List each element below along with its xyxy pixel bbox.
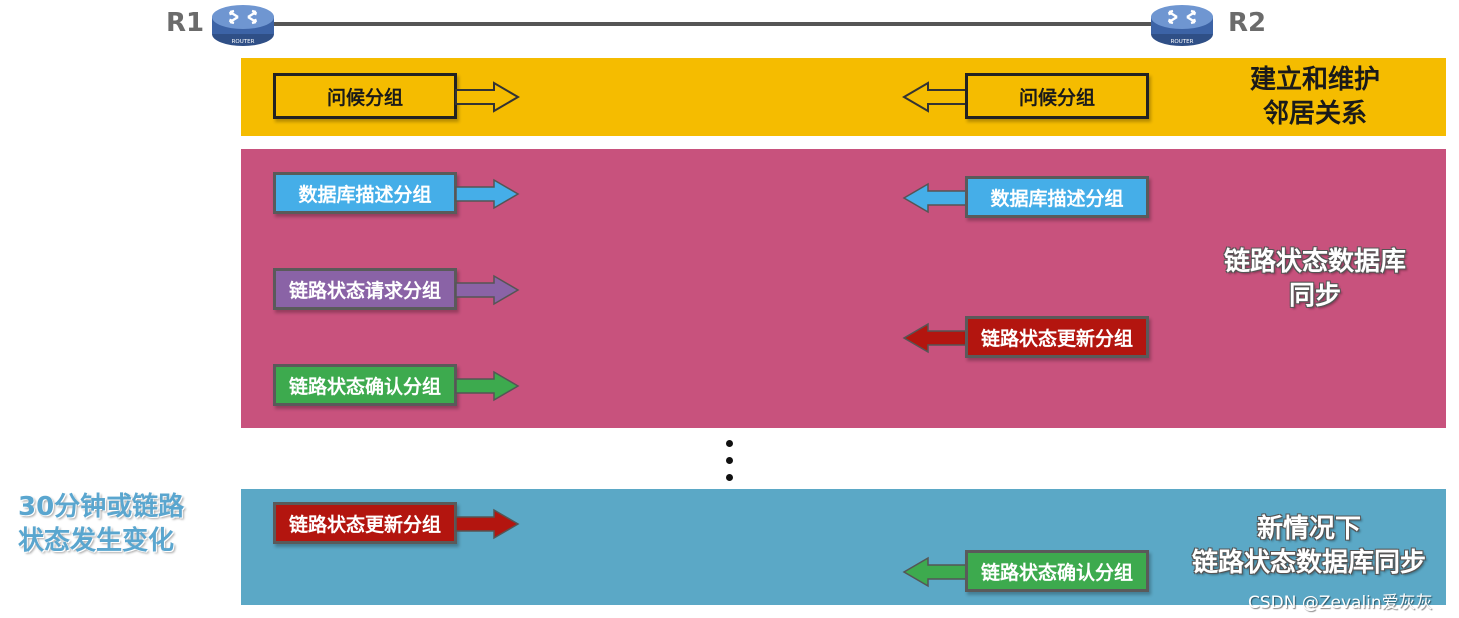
hello-band-title-line1: 建立和维护 xyxy=(1249,65,1380,95)
ellipsis-dot xyxy=(726,457,733,464)
router-r1-label: R1 xyxy=(166,8,205,38)
update-band-title-line2: 链路状态数据库同步 xyxy=(1191,548,1426,578)
dd-packet-right: 数据库描述分组 xyxy=(965,176,1149,218)
lsack-arrow-right xyxy=(455,370,520,402)
ellipsis-dot xyxy=(726,474,733,481)
hello-band-title: 建立和维护 邻居关系 xyxy=(1215,63,1415,131)
lsack-arrow-left xyxy=(902,556,967,588)
lsr-packet-left: 链路状态请求分组 xyxy=(273,268,457,310)
hello-arrow-right xyxy=(455,81,520,113)
ellipsis-dot xyxy=(726,440,733,447)
router-link-line xyxy=(262,22,1157,26)
lsu-arrow-right xyxy=(455,508,520,540)
router-r2-label: R2 xyxy=(1228,8,1267,38)
lsack-packet-right: 链路状态确认分组 xyxy=(965,550,1149,592)
router-r2-text: ROUTER xyxy=(1171,39,1194,45)
sync-band-title-line1: 链路状态数据库 xyxy=(1223,247,1406,277)
dd-packet-left: 数据库描述分组 xyxy=(273,172,457,214)
sync-band-title: 链路状态数据库 同步 xyxy=(1195,245,1435,313)
router-r1-text: ROUTER xyxy=(232,39,255,45)
lsu-packet-left: 链路状态更新分组 xyxy=(273,502,457,544)
watermark-text: CSDN @Zevalin爱灰灰 xyxy=(1248,593,1433,613)
sync-band-title-line2: 同步 xyxy=(1288,281,1341,311)
router-r2-icon: ROUTER xyxy=(1151,5,1213,46)
hello-packet-left: 问候分组 xyxy=(273,73,457,119)
lsu-packet-right: 链路状态更新分组 xyxy=(965,316,1149,358)
hello-arrow-left xyxy=(902,81,967,113)
update-band-title-line1: 新情况下 xyxy=(1256,514,1361,544)
trigger-note: 30分钟或链路 状态发生变化 xyxy=(18,490,218,558)
lsack-packet-left: 链路状态确认分组 xyxy=(273,364,457,406)
hello-packet-right: 问候分组 xyxy=(965,73,1149,119)
hello-band-title-line2: 邻居关系 xyxy=(1262,99,1367,129)
ellipsis-dots xyxy=(726,440,734,491)
trigger-note-line1: 30分钟或链路 xyxy=(18,492,185,522)
lsu-arrow-left xyxy=(902,322,967,354)
router-r1-icon: ROUTER xyxy=(212,5,274,46)
dd-arrow-left xyxy=(902,182,967,214)
trigger-note-line2: 状态发生变化 xyxy=(18,526,175,556)
update-band-title: 新情况下 链路状态数据库同步 xyxy=(1170,512,1448,580)
dd-arrow-right xyxy=(455,178,520,210)
lsr-arrow-right xyxy=(455,274,520,306)
